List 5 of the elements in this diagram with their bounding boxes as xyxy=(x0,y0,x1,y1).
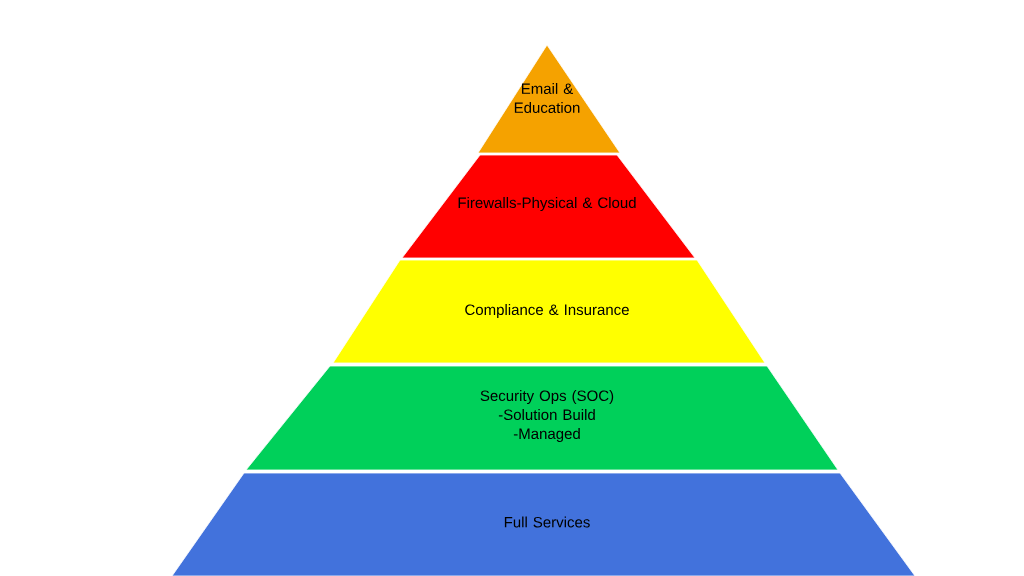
pyramid-layer: Compliance & Insurance xyxy=(332,259,766,364)
pyramid-layer: Full Services xyxy=(171,472,916,576)
pyramid-layer: Security Ops (SOC) -Solution Build -Managed xyxy=(245,365,839,471)
pyramid-layer: Email & Education xyxy=(477,44,621,154)
pyramid-layer: Firewalls-Physical & Cloud xyxy=(401,154,696,259)
